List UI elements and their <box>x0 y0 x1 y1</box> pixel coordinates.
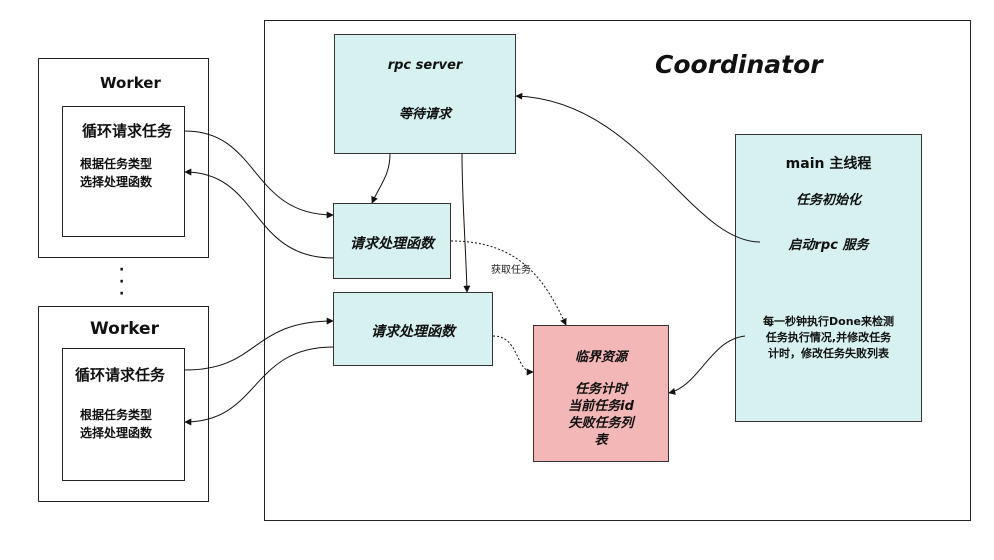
worker-1-loop-label: 循环请求任务 <box>82 122 173 140</box>
ellipsis-dot-2: · <box>119 274 125 290</box>
critical-resource-title: 临界资源 <box>574 350 627 365</box>
main-thread-title: main 主线程 <box>785 156 872 172</box>
ellipsis-dot-3: · <box>119 286 125 302</box>
worker-2-inner <box>62 348 185 481</box>
worker-2-title: Worker <box>90 319 159 339</box>
main-thread-start-rpc: 启动rpc 服务 <box>788 238 869 253</box>
main-thread-check-line1: 每一秒钟执行Done来检测 <box>763 315 894 328</box>
worker-2-dispatch-line1: 根据任务类型 <box>80 408 153 422</box>
worker-1-dispatch-line1: 根据任务类型 <box>80 157 153 171</box>
rpc-server-box <box>334 34 516 154</box>
critical-resource-box <box>533 325 669 462</box>
handler-2-label: 请求处理函数 <box>371 324 455 340</box>
main-thread-init: 任务初始化 <box>795 193 861 208</box>
rpc-server-label: rpc server <box>387 58 463 73</box>
rpc-server-wait-label: 等待请求 <box>398 107 451 122</box>
handler-box-1 <box>333 203 451 279</box>
critical-resource-failed-list-tail: 表 <box>594 433 608 448</box>
critical-resource-failed-list: 失败任务列 <box>568 416 634 431</box>
worker-2-loop-label: 循环请求任务 <box>75 366 166 384</box>
worker-1-inner <box>62 106 185 237</box>
main-thread-box <box>735 134 922 422</box>
worker-2-dispatch-line2: 选择处理函数 <box>80 426 153 440</box>
handler-1-label: 请求处理函数 <box>350 236 434 252</box>
edge-label-get-task: 获取任务 <box>491 265 531 276</box>
ellipsis-dot-1: · <box>119 262 125 278</box>
main-thread-check-line2: 任务执行情况,并修改任务 <box>765 331 892 344</box>
critical-resource-timer: 任务计时 <box>574 382 627 397</box>
critical-resource-task-id: 当前任务id <box>568 399 634 414</box>
coordinator-title: Coordinator <box>655 50 823 79</box>
worker-1-title: Worker <box>100 74 161 92</box>
main-thread-check-line3: 计时，修改任务失败列表 <box>768 347 889 360</box>
worker-1-dispatch-line2: 选择处理函数 <box>80 175 153 189</box>
